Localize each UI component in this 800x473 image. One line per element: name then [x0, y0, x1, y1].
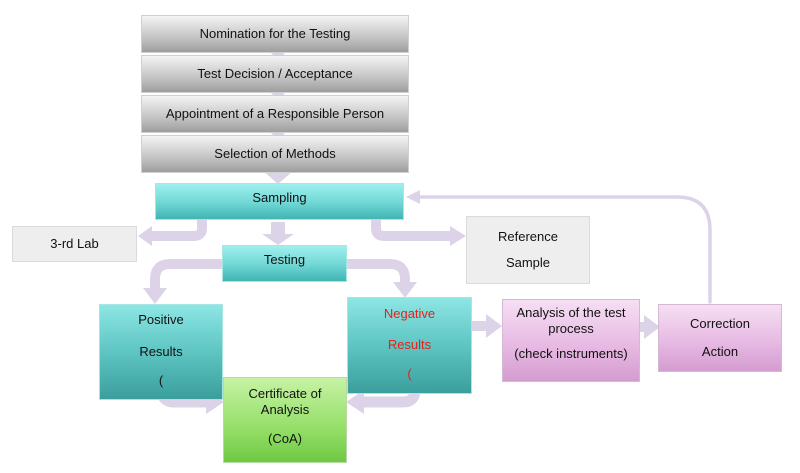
step-testing: Testing: [222, 245, 347, 282]
positive-label-3: (: [158, 372, 164, 388]
step-sampling: Sampling: [155, 183, 404, 220]
step-selection-of-methods: Selection of Methods: [141, 135, 409, 173]
box-reference-sample: Reference Sample: [466, 216, 590, 284]
certificate-label-1: Certificate of: [248, 386, 322, 401]
connector-testing-to-positive: [150, 259, 227, 295]
box-3rd-lab-label: 3-rd Lab: [50, 235, 99, 251]
arrowhead-analysis: [486, 314, 502, 338]
step-sampling-label: Sampling: [252, 190, 307, 205]
negative-label-1: Negative: [383, 306, 436, 321]
analysis-label-2: process: [548, 321, 594, 337]
analysis-label-3: (check instruments): [514, 345, 628, 361]
arrowhead-correction: [644, 315, 660, 339]
box-positive-results: Positive Results (: [99, 304, 223, 400]
box-certificate-of-analysis: Certificate of Analysis (CoA): [223, 377, 347, 463]
arrow-methods-to-sampling: [262, 170, 294, 184]
arrowhead-certificate-right: [346, 390, 364, 414]
step-nomination: Nomination for the Testing: [141, 15, 409, 53]
step-appointment-label: Appointment of a Responsible Person: [165, 105, 385, 121]
step-testing-label: Testing: [263, 252, 306, 267]
box-3rd-lab: 3-rd Lab: [12, 226, 137, 262]
negative-label-2: Results: [387, 337, 432, 353]
step-nomination-label: Nomination for the Testing: [199, 25, 351, 41]
reference-label-1: Reference: [498, 228, 558, 244]
positive-label-1: Positive: [138, 312, 184, 327]
reference-label-2: Sample: [505, 255, 551, 270]
step-test-decision: Test Decision / Acceptance: [141, 55, 409, 93]
connector-testing-to-negative: [340, 259, 410, 290]
box-analysis-test-process: Analysis of the test process (check inst…: [502, 299, 640, 382]
step-appointment: Appointment of a Responsible Person: [141, 95, 409, 133]
arrowhead-negative: [393, 282, 417, 298]
step-test-decision-label: Test Decision / Acceptance: [197, 65, 353, 81]
arrow-sampling-to-testing-shaft: [271, 222, 285, 236]
arrow-sampling-to-testing: [262, 234, 294, 245]
arrowhead-reference: [450, 226, 466, 246]
correction-label-1: Correction: [690, 315, 750, 331]
step-selection-label: Selection of Methods: [214, 145, 336, 161]
box-negative-results: Negative Results (: [347, 297, 472, 394]
correction-label-2: Action: [701, 344, 739, 359]
certificate-label-2: Analysis: [260, 402, 310, 418]
arrowhead-3rd-lab: [138, 226, 152, 246]
certificate-label-3: (CoA): [268, 430, 302, 446]
negative-label-3: (: [407, 365, 412, 381]
connector-sampling-to-reference: [371, 205, 455, 241]
positive-label-2: Results: [139, 344, 183, 360]
box-correction-action: Correction Action: [658, 304, 782, 372]
connector-correction-to-sampling: [418, 195, 712, 304]
arrowhead-positive: [143, 288, 167, 304]
analysis-label-1: Analysis of the test: [516, 305, 626, 320]
arrowhead-feedback-sampling: [406, 190, 420, 204]
connector-sampling-to-3rd-lab: [145, 205, 207, 241]
